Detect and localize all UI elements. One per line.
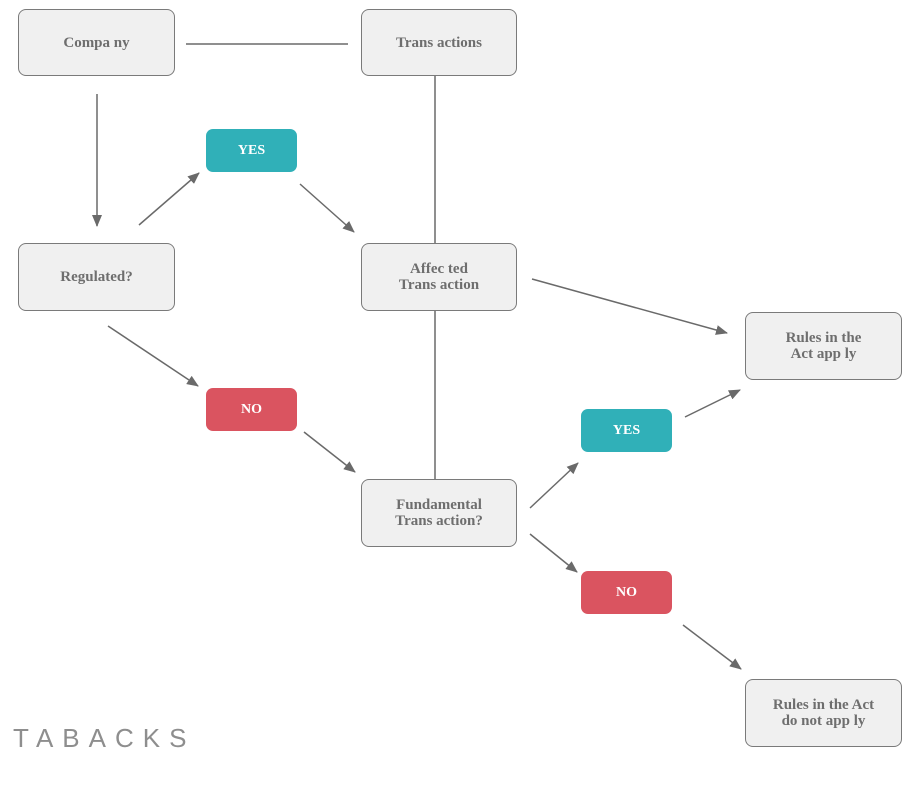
arrow-yes-affected — [299, 183, 355, 233]
node-regulated: Regulated? — [18, 243, 175, 311]
arrow-no-fundamental — [303, 431, 356, 473]
node-transactions: Trans actions — [361, 9, 517, 76]
node-company: Compa ny — [18, 9, 175, 76]
decision-regulated-yes: YES — [206, 129, 297, 172]
arrow-fundamental-no — [529, 533, 578, 573]
node-rules-apply: Rules in the Act app ly — [745, 312, 902, 380]
node-rules-not-apply: Rules in the Act do not app ly — [745, 679, 902, 747]
tabacks-logo: TABACKS — [13, 723, 196, 753]
node-fundamental-transaction: Fundamental Trans action? — [361, 479, 517, 547]
decision-fundamental-yes: YES — [581, 409, 672, 452]
arrow-regulated-yes — [138, 172, 200, 226]
arrow-affected-rules-apply — [531, 278, 728, 335]
decision-regulated-no: NO — [206, 388, 297, 431]
arrow-fundamental-yes — [529, 462, 579, 509]
decision-fundamental-no: NO — [581, 571, 672, 614]
arrow-regulated-no — [107, 325, 199, 387]
arrow-yes-rules-apply — [684, 389, 741, 418]
node-affected-transaction: Affec ted Trans action — [361, 243, 517, 311]
arrow-no-rules-not-apply — [682, 624, 742, 670]
